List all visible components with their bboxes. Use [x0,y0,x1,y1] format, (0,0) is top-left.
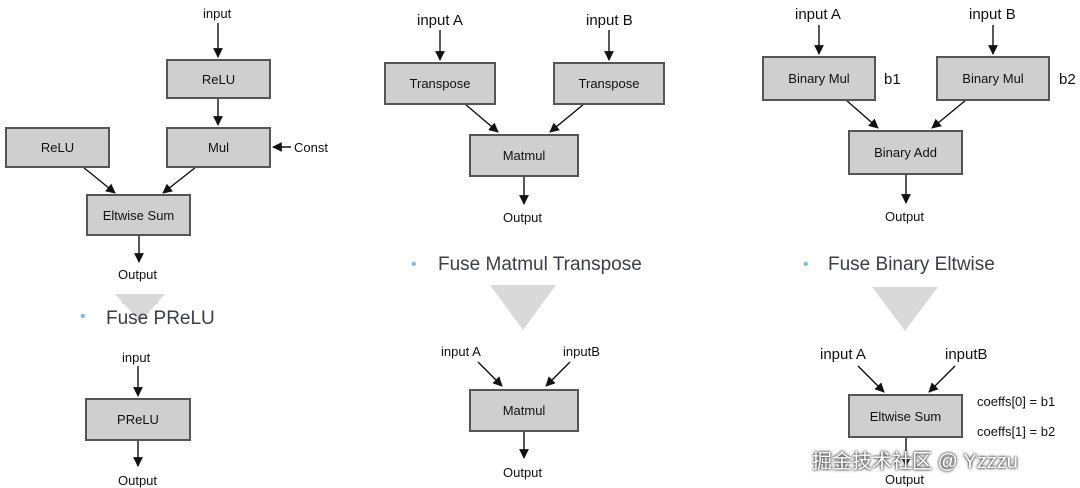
middle-output-bottom: Output [503,465,543,480]
middle-input-b-bottom: inputB [563,344,600,359]
edge-inputb-matmul2 [545,361,571,387]
matmul-node-bottom: Matmul [469,389,579,432]
edge-transposeb-matmul [549,103,585,133]
middle-output-top: Output [503,210,543,225]
left-output-bottom: Output [118,473,158,488]
right-input-a: input A [795,6,841,23]
b1-label: b1 [884,71,901,88]
binary-mul-node-b: Binary Mul [936,56,1050,101]
b2-label: b2 [1059,71,1076,88]
binary-add-node: Binary Add [848,130,963,175]
left-output-top: Output [118,267,158,282]
binary-mul-node-a: Binary Mul [762,56,876,101]
caption-fuse-binary-eltwise: Fuse Binary Eltwise [828,254,995,275]
eltwise-sum-node-left: Eltwise Sum [86,194,191,236]
edge-relu-eltwise [82,166,116,194]
edge-transposea-matmul [464,103,499,133]
left-input-bottom: input [122,350,151,365]
transpose-node-b: Transpose [553,62,665,105]
const-label: Const [294,140,328,155]
coeff0-label: coeffs[0] = b1 [977,394,1056,409]
fuse-arrow-middle [490,285,556,330]
relu-node-top: ReLU [166,59,271,99]
relu-node-left: ReLU [5,127,110,168]
middle-input-a-bottom: input A [441,344,481,359]
transpose-node-a: Transpose [384,62,496,105]
right-input-a-bottom: input A [820,346,866,363]
eltwise-sum-node-right: Eltwise Sum [848,394,963,438]
edge-mul-eltwise [162,166,197,194]
right-output-bottom: Output [885,472,925,487]
right-input-b-bottom: inputB [945,346,988,363]
edge-inputa-matmul2 [477,361,503,387]
caption-fuse-prelu: Fuse PReLU [106,308,215,329]
edge-binmula-binadd [845,99,879,129]
fuse-arrow-left-shaft [122,294,158,304]
coeff1-label: coeffs[1] = b2 [977,424,1056,439]
edge-inputb-eltwise [928,365,956,393]
middle-bullet: • [411,256,417,273]
right-output-top: Output [885,209,925,224]
right-input-b: input B [969,6,1016,23]
caption-fuse-matmul-transpose: Fuse Matmul Transpose [438,254,642,275]
middle-input-b: input B [586,12,633,29]
matmul-node-top: Matmul [469,134,579,177]
left-bullet: • [80,308,86,325]
right-bullet: • [803,256,809,273]
edge-binmulb-binadd [931,99,967,129]
mul-node: Mul [166,127,271,168]
middle-input-a: input A [417,12,463,29]
left-input-label: input [203,6,232,21]
edge-inputa-eltwise [857,365,885,393]
prelu-node: PReLU [85,398,191,441]
watermark: 掘金技术社区 @ Yzzzu [812,451,1018,473]
fuse-arrow-right [872,287,938,331]
